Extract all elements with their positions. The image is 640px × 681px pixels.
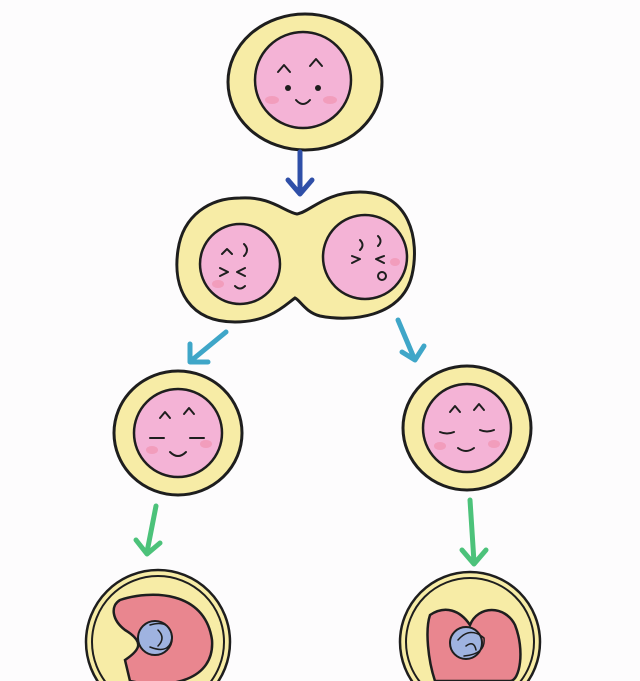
face-left bbox=[219, 243, 248, 290]
embryo-right bbox=[398, 570, 542, 681]
blush bbox=[434, 442, 446, 450]
blush bbox=[212, 280, 224, 288]
twin-cell-left bbox=[112, 369, 244, 497]
blush bbox=[390, 258, 400, 266]
blush bbox=[488, 440, 500, 448]
blush bbox=[323, 96, 337, 104]
arrow-down-icon bbox=[459, 497, 489, 567]
cell-face bbox=[253, 30, 353, 130]
eye-dot bbox=[315, 85, 321, 91]
cell-face bbox=[132, 387, 224, 479]
arrow-down-icon bbox=[285, 149, 315, 197]
eye-dot bbox=[285, 85, 291, 91]
amniotic-sac bbox=[449, 626, 483, 660]
embryo-detail bbox=[149, 622, 173, 651]
cell-face-left bbox=[198, 222, 282, 306]
face bbox=[439, 403, 495, 452]
arrow-down-icon bbox=[133, 503, 163, 557]
cell-face-right bbox=[321, 213, 409, 301]
twin-cell-right bbox=[401, 364, 533, 492]
smile bbox=[295, 99, 311, 105]
zona-ring bbox=[91, 575, 225, 681]
arrow-down-left-icon bbox=[187, 329, 229, 365]
cell-face bbox=[421, 382, 513, 474]
blush bbox=[265, 96, 279, 104]
face bbox=[149, 407, 205, 457]
blush bbox=[146, 446, 158, 454]
embryo-left bbox=[84, 568, 232, 681]
two-cell-stage bbox=[175, 190, 416, 324]
zona-ring bbox=[405, 577, 535, 681]
zygote bbox=[226, 12, 384, 152]
mouth bbox=[377, 271, 387, 281]
face-right bbox=[351, 235, 385, 264]
blush bbox=[200, 440, 212, 448]
eyes bbox=[277, 58, 323, 73]
embryo-detail bbox=[457, 631, 485, 657]
arrow-down-right-icon bbox=[395, 317, 427, 363]
